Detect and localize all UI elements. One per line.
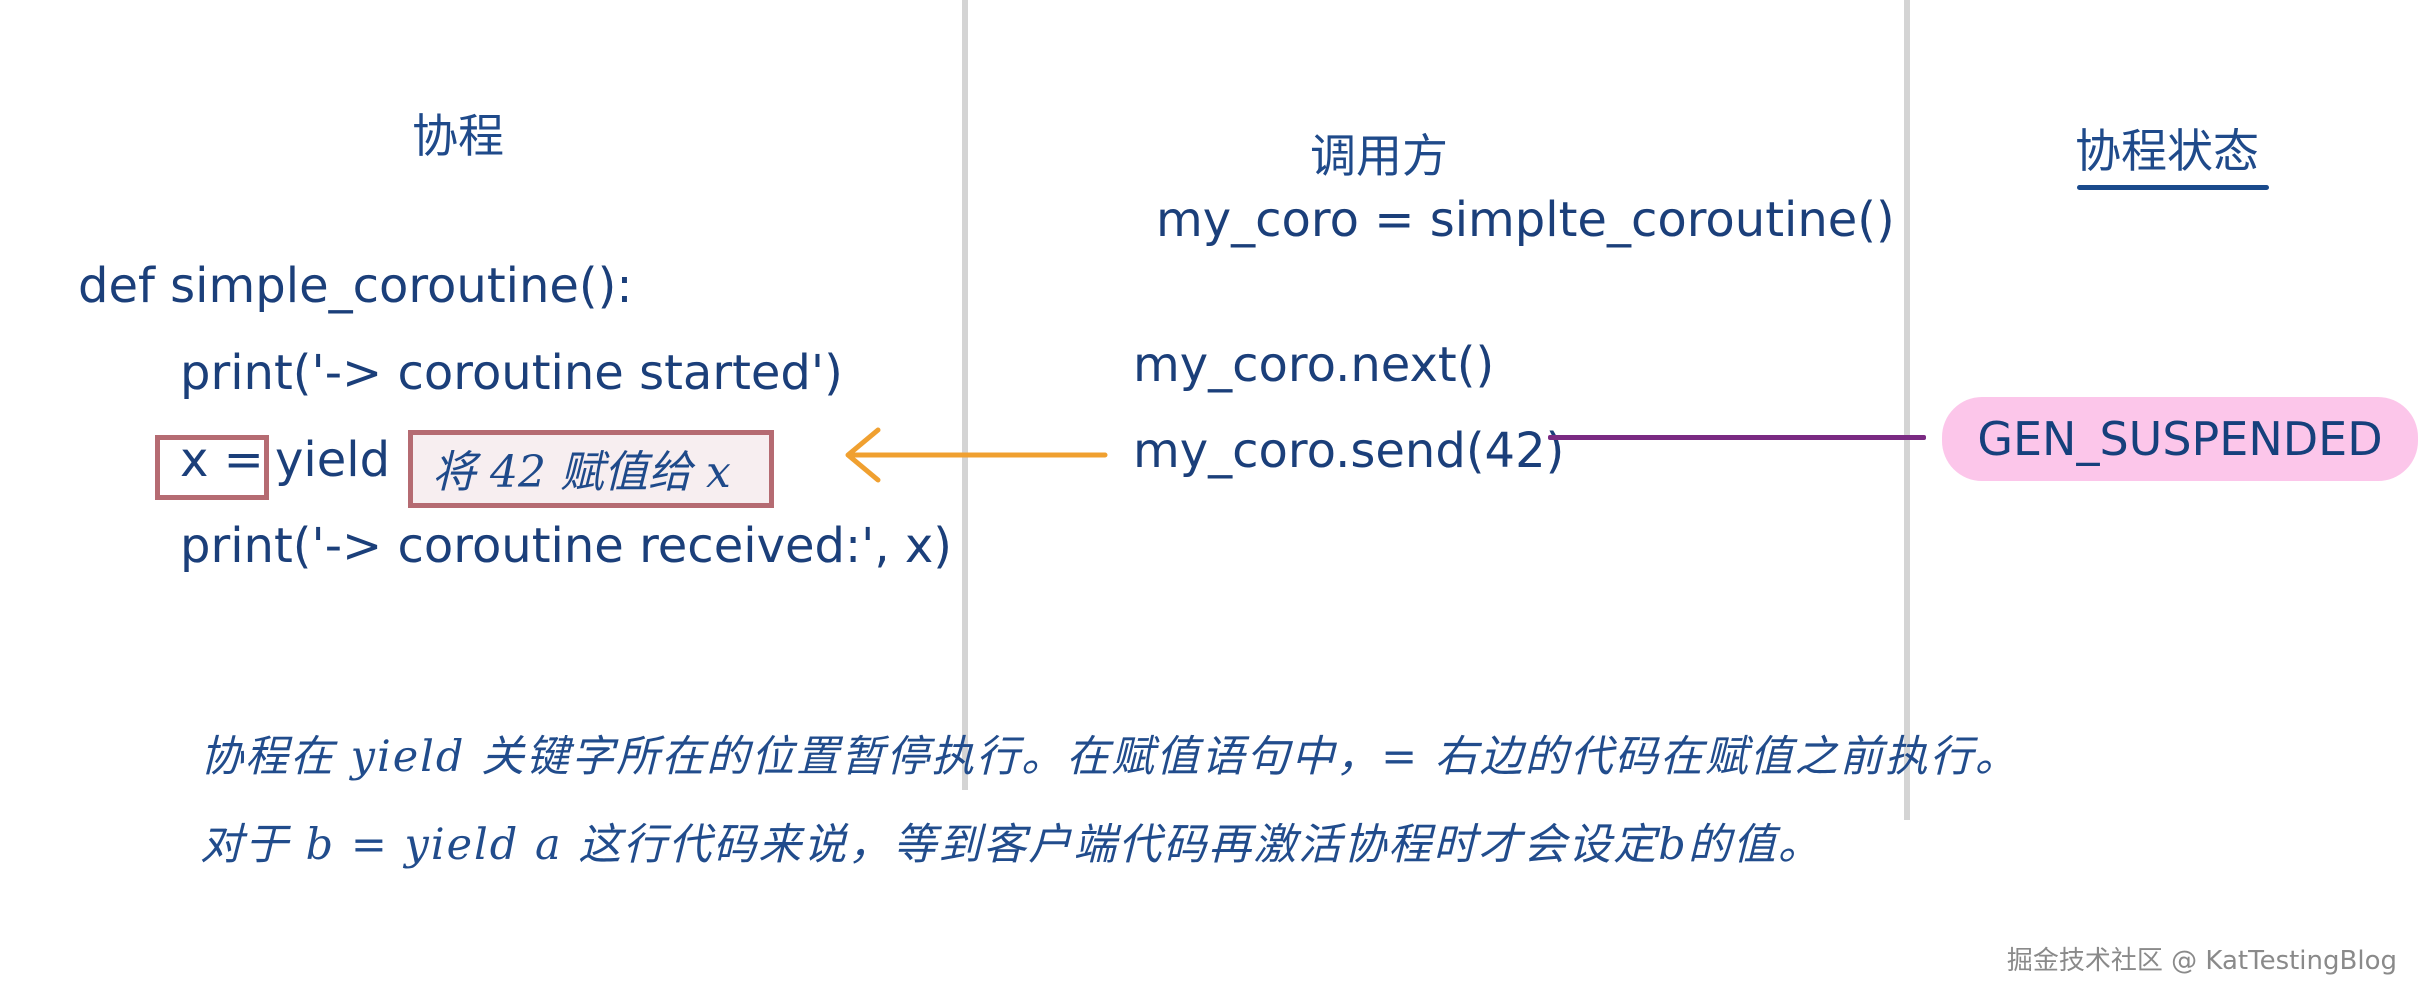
- assign-note-text: 将 42 赋值给 x: [432, 447, 731, 498]
- column-divider-left: [962, 0, 968, 790]
- x-assignment-box: [155, 435, 269, 500]
- coroutine-heading: 协程: [412, 109, 504, 163]
- caller-heading: 调用方: [1310, 129, 1448, 183]
- state-pill: GEN_SUSPENDED: [1942, 397, 2418, 481]
- note-line-1: 协程在 yield 关键字所在的位置暂停执行。在赋值语句中，= 右边的代码在赋值…: [200, 732, 2020, 782]
- code-line-print-started: print('-> coroutine started'): [180, 345, 843, 401]
- caller-line-create: my_coro = simplte_coroutine(): [1156, 192, 1895, 248]
- code-x-assign: x =: [180, 432, 264, 488]
- code-line-def: def simple_coroutine():: [78, 258, 633, 314]
- caller-line-next: my_coro.next(): [1133, 337, 1495, 393]
- column-divider-right: [1904, 0, 1910, 820]
- state-heading-underline: [2077, 185, 2269, 190]
- note-line-2: 对于 b = yield a 这行代码来说，等到客户端代码再激活协程时才会设定b…: [200, 820, 1823, 870]
- state-connector-line: [1548, 435, 1926, 440]
- caller-line-send: my_coro.send(42): [1133, 423, 1565, 479]
- send-arrow: [845, 427, 1108, 483]
- code-yield: yield: [275, 432, 391, 488]
- code-line-print-received: print('-> coroutine received:', x): [180, 518, 952, 574]
- state-value: GEN_SUSPENDED: [1977, 412, 2383, 466]
- watermark: 掘金技术社区 @ KatTestingBlog: [2006, 946, 2397, 976]
- state-heading: 协程状态: [2075, 124, 2259, 178]
- assign-note-box: [408, 430, 774, 508]
